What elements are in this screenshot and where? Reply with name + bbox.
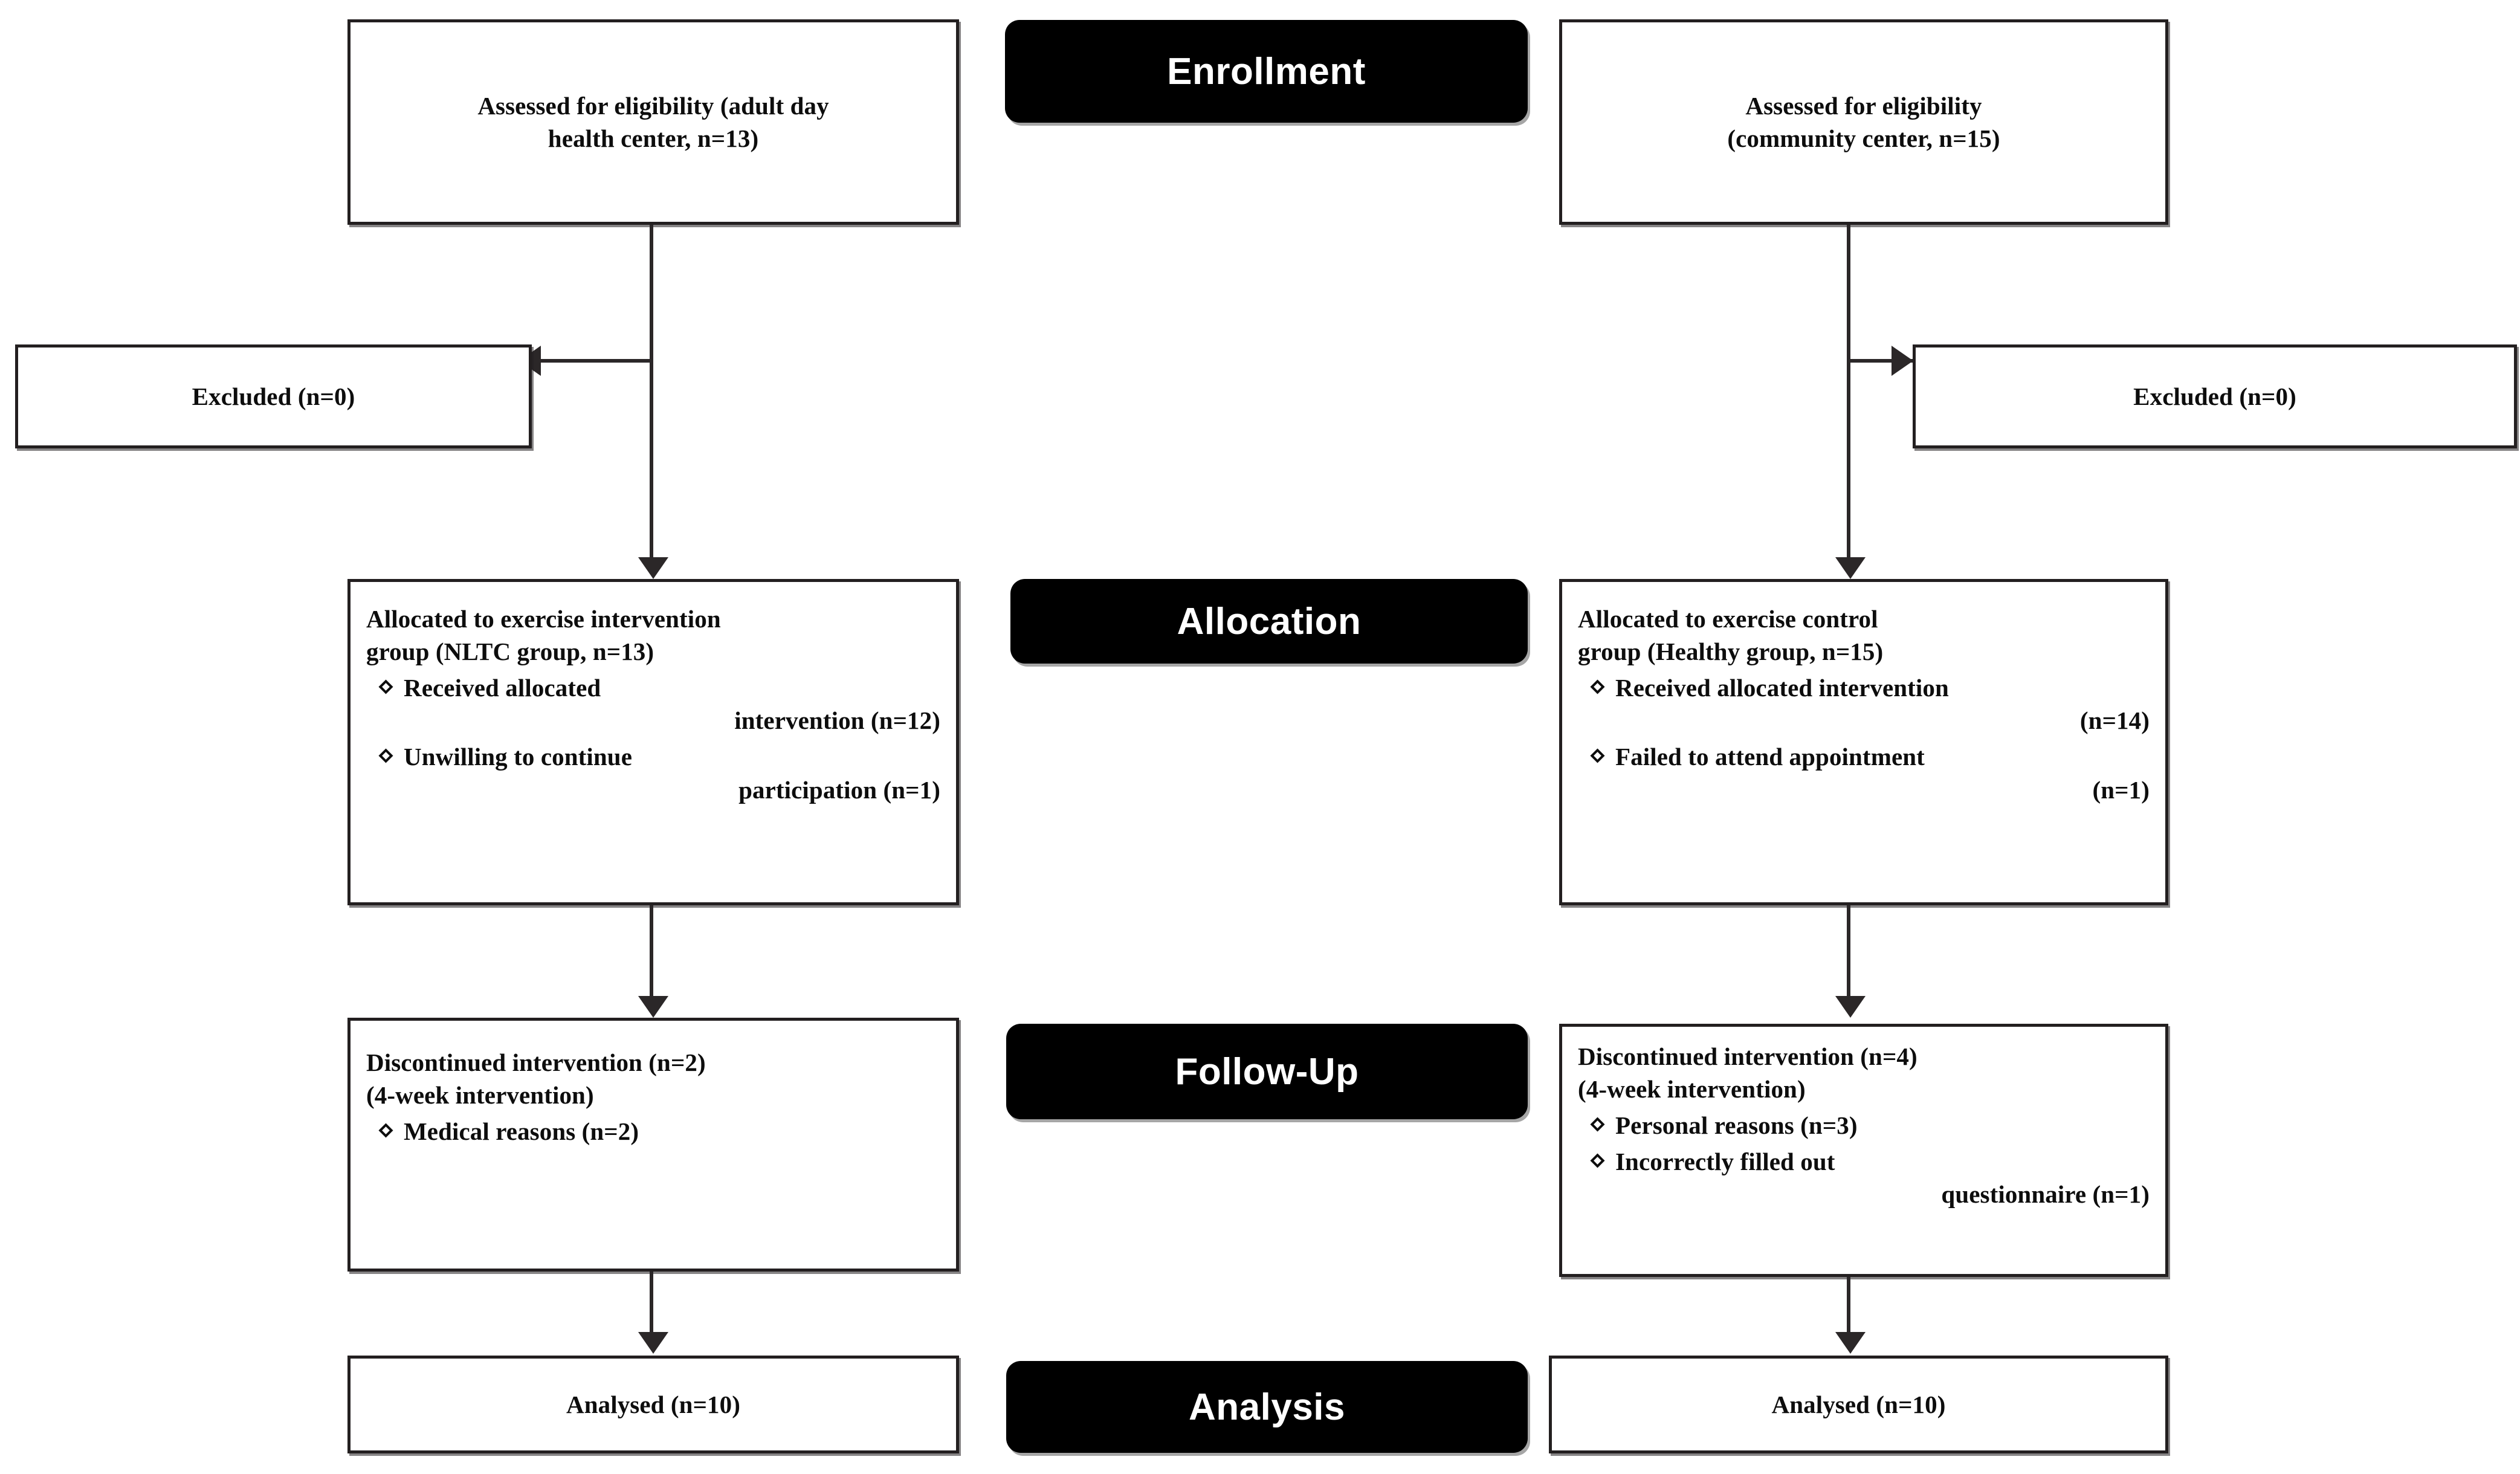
left-followup-bullet-list: Medical reasons (n=2)	[366, 1111, 940, 1148]
left-excluded-box: Excluded (n=0)	[15, 344, 532, 448]
right-enrollment-line1: Assessed for eligibility	[1745, 91, 1982, 120]
left-allocation-bullet-1-text: Received allocated	[404, 674, 601, 702]
list-item: Personal reasons (n=3)	[1578, 1109, 2150, 1142]
diamond-bullet-icon	[1590, 1153, 1605, 1168]
right-allocation-bullet-1-cont: (n=14)	[2079, 706, 2150, 735]
left-arrowhead-into-followup	[638, 996, 668, 1018]
stage-label-enrollment-text: Enrollment	[1167, 50, 1366, 92]
right-followup-box: Discontinued intervention (n=4) (4-week …	[1559, 1024, 2168, 1277]
stage-label-enrollment: Enrollment	[1005, 20, 1528, 123]
right-allocation-bullet-1-text: Received allocated intervention	[1615, 674, 1949, 702]
right-allocation-line1: Allocated to exercise control	[1578, 605, 1878, 633]
right-analysis-box: Analysed (n=10)	[1549, 1356, 2168, 1453]
right-connector-vertical-allocation-followup	[1847, 905, 1850, 996]
list-item: Unwilling to continue participation (n=1…	[366, 740, 940, 806]
right-connector-vertical-enrollment-allocation	[1847, 225, 1850, 563]
left-arrowhead-into-analysis	[638, 1332, 668, 1354]
right-followup-bullet-1-text: Personal reasons (n=3)	[1615, 1111, 1858, 1140]
right-arrowhead-into-analysis	[1835, 1332, 1866, 1354]
left-excluded-label: Excluded (n=0)	[192, 382, 355, 410]
left-allocation-bullet-2-text: Unwilling to continue	[404, 743, 632, 771]
left-allocation-bullet-2-cont: participation (n=1)	[738, 775, 940, 804]
left-allocation-box: Allocated to exercise intervention group…	[347, 579, 959, 905]
left-connector-vertical-followup-analysis	[650, 1272, 653, 1338]
right-allocation-line2: group (Healthy group, n=15)	[1578, 638, 1884, 666]
diamond-bullet-icon	[1590, 748, 1605, 763]
left-followup-line1: Discontinued intervention (n=2)	[366, 1049, 706, 1076]
right-allocation-bullet-2-text: Failed to attend appointment	[1615, 743, 1925, 771]
right-arrowhead-into-followup	[1835, 996, 1866, 1018]
left-enrollment-line1: Assessed for eligibility (adult day	[477, 91, 829, 120]
left-connector-vertical-allocation-followup	[650, 905, 653, 1002]
left-analysis-label: Analysed (n=10)	[566, 1390, 740, 1418]
right-followup-line1: Discontinued intervention (n=4)	[1578, 1042, 1917, 1070]
right-followup-bullet-2-cont: questionnaire (n=1)	[1941, 1180, 2150, 1209]
stage-label-allocation: Allocation	[1010, 579, 1528, 664]
stage-label-followup-text: Follow-Up	[1175, 1050, 1359, 1093]
left-followup-box: Discontinued intervention (n=2) (4-week …	[347, 1018, 959, 1272]
right-connector-vertical-followup-analysis	[1847, 1277, 1850, 1337]
right-allocation-bullet-2-cont: (n=1)	[2092, 775, 2150, 804]
right-enrollment-box: Assessed for eligibility (community cent…	[1559, 19, 2168, 225]
list-item: Incorrectly filled out questionnaire (n=…	[1578, 1145, 2150, 1211]
list-item: Received allocated intervention (n=14)	[1578, 671, 2150, 737]
left-allocation-bullet-list: Received allocated intervention (n=12) U…	[366, 668, 940, 806]
right-arrowhead-into-allocation	[1835, 557, 1866, 579]
right-arrowhead-into-excluded	[1892, 346, 1913, 376]
left-enrollment-line2: health center, n=13)	[548, 124, 759, 152]
right-followup-bullet-2-text: Incorrectly filled out	[1615, 1148, 1835, 1176]
right-excluded-label: Excluded (n=0)	[2133, 382, 2296, 410]
right-followup-line2: (4-week intervention)	[1578, 1075, 1806, 1104]
right-excluded-box: Excluded (n=0)	[1913, 344, 2517, 448]
stage-label-followup: Follow-Up	[1006, 1024, 1528, 1119]
diamond-bullet-icon	[378, 748, 393, 763]
list-item: Medical reasons (n=2)	[366, 1115, 940, 1148]
diamond-bullet-icon	[378, 1123, 393, 1138]
left-allocation-bullet-1-cont: intervention (n=12)	[734, 706, 940, 735]
left-followup-line2: (4-week intervention)	[366, 1081, 594, 1110]
stage-label-analysis-text: Analysis	[1188, 1386, 1346, 1428]
stage-label-allocation-text: Allocation	[1177, 600, 1362, 642]
right-followup-bullet-list: Personal reasons (n=3) Incorrectly fille…	[1578, 1105, 2150, 1211]
diamond-bullet-icon	[1590, 1117, 1605, 1132]
right-allocation-box: Allocated to exercise control group (Hea…	[1559, 579, 2168, 905]
diamond-bullet-icon	[1590, 679, 1605, 694]
stage-label-analysis: Analysis	[1006, 1361, 1528, 1453]
list-item: Received allocated intervention (n=12)	[366, 671, 940, 737]
left-enrollment-box: Assessed for eligibility (adult day heal…	[347, 19, 959, 225]
left-followup-bullet-1-text: Medical reasons (n=2)	[404, 1117, 639, 1146]
left-connector-horizontal-excluded	[541, 359, 651, 363]
right-analysis-label: Analysed (n=10)	[1771, 1390, 1946, 1418]
list-item: Failed to attend appointment (n=1)	[1578, 740, 2150, 806]
diamond-bullet-icon	[378, 679, 393, 694]
left-connector-vertical-enrollment-allocation	[650, 225, 653, 563]
right-enrollment-line2: (community center, n=15)	[1727, 124, 2000, 152]
left-allocation-line1: Allocated to exercise intervention	[366, 605, 721, 633]
left-allocation-line2: group (NLTC group, n=13)	[366, 638, 654, 666]
left-arrowhead-into-allocation	[638, 557, 668, 579]
right-allocation-bullet-list: Received allocated intervention (n=14) F…	[1578, 668, 2150, 806]
left-analysis-box: Analysed (n=10)	[347, 1356, 959, 1453]
